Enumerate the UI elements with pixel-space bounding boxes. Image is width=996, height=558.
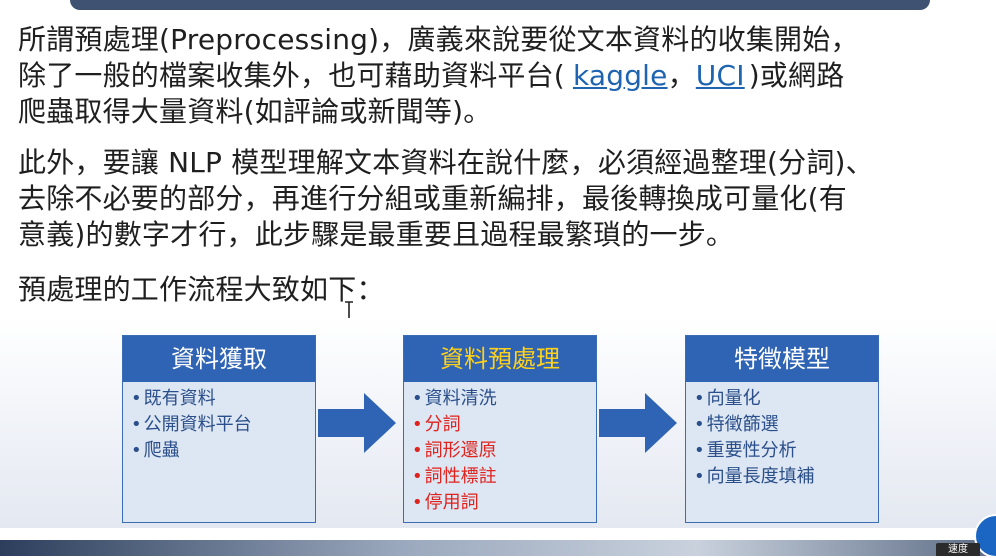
nlp-paragraph: 此外，要讓 NLP 模型理解文本資料在說什麼，必須經過整理(分詞)、 去除不必要… xyxy=(18,145,874,253)
stage-item-highlighted: 停用詞 xyxy=(412,490,596,516)
stage-item: 特徵篩選 xyxy=(694,412,878,438)
intro-paragraph: 所謂預處理(Preprocessing)，廣義來說要從文本資料的收集開始， 除了… xyxy=(18,22,859,130)
stage-item: 爬蟲 xyxy=(131,438,315,464)
stage-item: 公開資料平台 xyxy=(131,412,315,438)
stage-item-list: 資料清洗 分詞 詞形還原 詞性標註 停用詞 xyxy=(404,386,596,516)
stage-item: 重要性分析 xyxy=(694,438,878,464)
intro-line-2-start: 除了一般的檔案收集外，也可藉助資料平台( xyxy=(18,59,565,92)
stage-data-acquisition: 資料獲取 既有資料 公開資料平台 爬蟲 xyxy=(122,335,316,523)
stage-item-list: 向量化 特徵篩選 重要性分析 向量長度填補 xyxy=(686,386,878,490)
stage-title: 特徵模型 xyxy=(686,336,878,382)
link-separator: ， xyxy=(667,59,696,92)
speed-button[interactable]: 速度 xyxy=(936,543,980,556)
right-arrow-icon xyxy=(318,393,396,453)
stage-feature-model: 特徵模型 向量化 特徵篩選 重要性分析 向量長度填補 xyxy=(685,335,879,523)
stage-item-highlighted: 詞形還原 xyxy=(412,438,596,464)
nlp-line-3: 意義)的數字才行，此步驟是最重要且過程最繁瑣的一步。 xyxy=(18,218,735,251)
intro-line-1: 所謂預處理(Preprocessing)，廣義來說要從文本資料的收集開始， xyxy=(18,23,859,56)
nlp-line-1: 此外，要讓 NLP 模型理解文本資料在說什麼，必須經過整理(分詞)、 xyxy=(18,146,874,179)
stage-item: 既有資料 xyxy=(131,386,315,412)
slide-top-bar xyxy=(70,0,930,10)
stage-title: 資料獲取 xyxy=(123,336,315,382)
stage-item: 資料清洗 xyxy=(412,386,596,412)
video-bottom-strip xyxy=(0,540,996,556)
intro-line-3: 爬蟲取得大量資料(如評論或新聞等)。 xyxy=(18,95,492,128)
stage-item-highlighted: 分詞 xyxy=(412,412,596,438)
kaggle-link[interactable]: kaggle xyxy=(572,59,668,92)
uci-link[interactable]: UCI xyxy=(695,59,745,92)
stage-preprocessing: 資料預處理 資料清洗 分詞 詞形還原 詞性標註 停用詞 xyxy=(403,335,597,523)
stage-item-highlighted: 詞性標註 xyxy=(412,464,596,490)
intro-line-2-end: )或網路 xyxy=(748,59,845,92)
stage-item-list: 既有資料 公開資料平台 爬蟲 xyxy=(123,386,315,464)
right-arrow-icon xyxy=(599,393,677,453)
stage-title: 資料預處理 xyxy=(404,336,596,382)
nlp-line-2: 去除不必要的部分，再進行分組或重新編排，最後轉換成可量化(有 xyxy=(18,182,847,215)
workflow-intro: 預處理的工作流程大致如下： xyxy=(18,273,385,306)
stage-item: 向量長度填補 xyxy=(694,464,878,490)
stage-item: 向量化 xyxy=(694,386,878,412)
intro-line-2: 除了一般的檔案收集外，也可藉助資料平台(kaggle，UCI)或網路 xyxy=(18,58,859,94)
